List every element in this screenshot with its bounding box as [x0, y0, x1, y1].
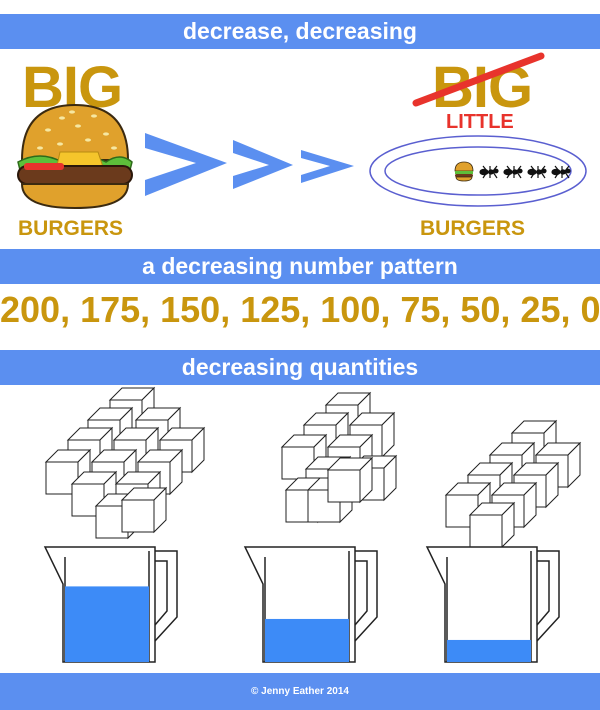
number-pattern: 200, 175, 150, 125, 100, 75, 50, 25, 0 [0, 289, 600, 330]
measuring-jug [425, 546, 560, 663]
cube-groups [44, 386, 582, 549]
water-level [265, 618, 349, 662]
decreasing-arrows [145, 133, 354, 196]
big-burgers-label: BURGERS [18, 217, 124, 240]
cube [468, 501, 516, 549]
little-burger-icon [454, 161, 474, 182]
pattern-banner: a decreasing number pattern [0, 249, 600, 284]
title-banner: decrease, decreasing [0, 14, 600, 49]
measuring-jug [43, 546, 178, 663]
copyright-footer: © Jenny Eather 2014 [0, 673, 600, 710]
strike-line [412, 52, 545, 107]
ant-icons [479, 165, 571, 179]
little-label: LITTLE [446, 111, 514, 133]
cube-group [280, 391, 398, 524]
water-level [447, 639, 531, 662]
burger-illustration [17, 52, 587, 210]
measuring-jug [243, 546, 378, 663]
cube [326, 456, 374, 504]
ant-icon [503, 165, 523, 179]
cube [120, 486, 168, 534]
cube-group [444, 419, 582, 549]
ant-icon [551, 165, 571, 179]
jug-group [43, 546, 560, 663]
big-burger-icon [17, 103, 133, 210]
little-burgers-label: BURGERS [420, 217, 526, 240]
ant-icon [527, 165, 547, 179]
ant-icon [479, 165, 499, 179]
plate [369, 135, 587, 207]
water-level [65, 586, 149, 662]
quantities-banner: decreasing quantities [0, 350, 600, 385]
cube-group [44, 386, 206, 540]
